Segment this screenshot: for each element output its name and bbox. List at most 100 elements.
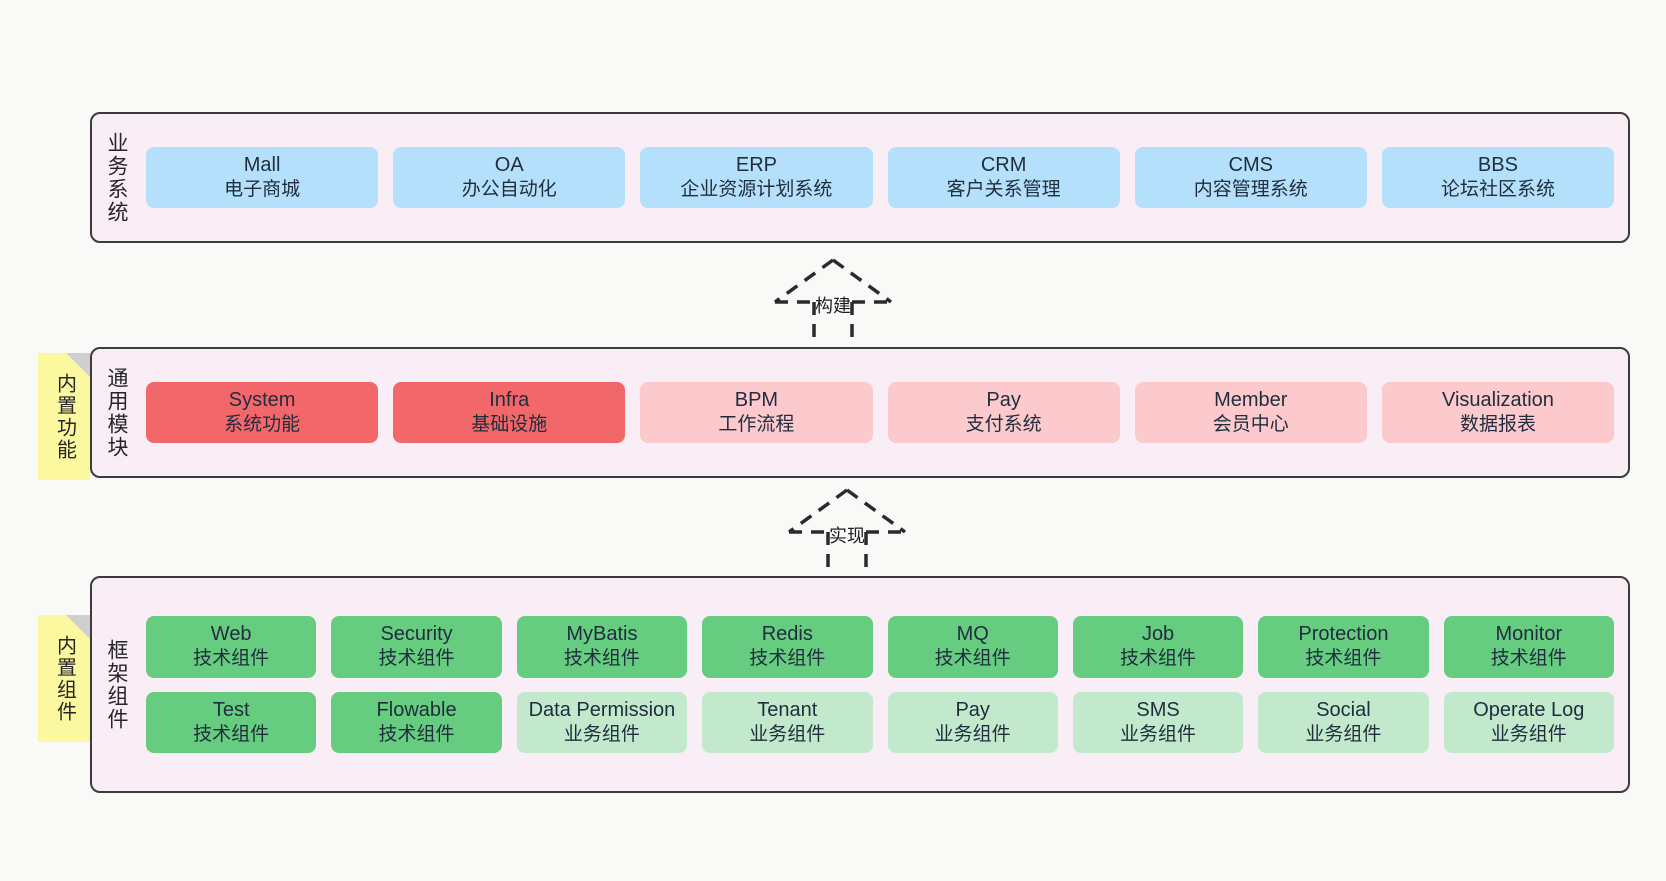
- node-subtitle: 技术组件: [1490, 648, 1567, 670]
- common-modules-row: System 系统功能 Infra 基础设施 BPM 工作流程 Pay 支付系统…: [146, 381, 1615, 444]
- node-cms[interactable]: CMS 内容管理系统: [1134, 146, 1367, 209]
- node-title: BPM: [734, 388, 779, 411]
- node-subtitle: 技术组件: [193, 724, 270, 746]
- node-mq[interactable]: MQ 技术组件: [887, 615, 1058, 678]
- layer-title-framework-components: 框架组件: [105, 638, 129, 731]
- node-visualization[interactable]: Visualization 数据报表: [1381, 381, 1615, 444]
- node-subtitle: 技术组件: [1120, 648, 1197, 670]
- node-subtitle: 技术组件: [378, 648, 455, 670]
- node-subtitle: 技术组件: [934, 648, 1011, 670]
- node-subtitle: 会员中心: [1212, 414, 1289, 436]
- node-member[interactable]: Member 会员中心: [1134, 381, 1367, 444]
- node-subtitle: 业务组件: [934, 724, 1011, 746]
- node-title: Web: [210, 622, 252, 645]
- node-title: SMS: [1136, 698, 1180, 721]
- node-test[interactable]: Test 技术组件: [146, 691, 317, 754]
- node-title: Test: [212, 698, 250, 721]
- node-subtitle: 业务组件: [563, 724, 640, 746]
- node-title: ERP: [735, 153, 777, 176]
- framework-components-row-business: Test 技术组件 Flowable 技术组件 Data Permission …: [146, 691, 1614, 754]
- node-title: Mall: [243, 153, 281, 176]
- business-systems-row: Mall 电子商城 OA 办公自动化 ERP 企业资源计划系统 CRM 客户关系…: [146, 146, 1615, 209]
- layer-title-common-modules: 通用模块: [105, 366, 129, 459]
- node-operate-log[interactable]: Operate Log 业务组件: [1443, 691, 1614, 754]
- node-sms[interactable]: SMS 业务组件: [1072, 691, 1244, 754]
- node-infra[interactable]: Infra 基础设施: [393, 381, 626, 444]
- arrow-build: 构建: [758, 258, 908, 342]
- node-flowable[interactable]: Flowable 技术组件: [331, 691, 502, 754]
- node-title: Data Permission: [528, 698, 676, 721]
- dashed-generalization-arrow-icon: [773, 258, 893, 342]
- node-title: Tenant: [757, 698, 818, 721]
- sticky-note-built-in-functions: 内置功能: [38, 353, 90, 480]
- node-title: CMS: [1228, 153, 1273, 176]
- node-crm[interactable]: CRM 客户关系管理: [887, 146, 1120, 209]
- node-subtitle: 业务组件: [1120, 724, 1197, 746]
- node-protection[interactable]: Protection 技术组件: [1258, 615, 1429, 678]
- node-title: Flowable: [376, 698, 457, 721]
- arrow-implement-label: 实现: [829, 526, 865, 546]
- framework-components-row-tech: Web 技术组件 Security 技术组件 MyBatis 技术组件 Redi…: [146, 615, 1614, 678]
- node-subtitle: 业务组件: [749, 724, 826, 746]
- node-web[interactable]: Web 技术组件: [146, 615, 317, 678]
- arrow-implement: 实现: [772, 488, 922, 572]
- layer-business-systems: 业务系统 Mall 电子商城 OA 办公自动化 ERP 企业资源计划系统 CRM…: [90, 112, 1630, 243]
- node-title: Social: [1316, 698, 1371, 721]
- node-subtitle: 基础设施: [471, 414, 548, 436]
- node-data-permission[interactable]: Data Permission 业务组件: [516, 691, 688, 754]
- node-subtitle: 技术组件: [193, 648, 270, 670]
- node-title: Job: [1141, 622, 1175, 645]
- sticky-note-label: 内置组件: [53, 634, 76, 723]
- node-tenant[interactable]: Tenant 业务组件: [702, 691, 873, 754]
- node-oa[interactable]: OA 办公自动化: [393, 146, 626, 209]
- node-social[interactable]: Social 业务组件: [1258, 691, 1429, 754]
- node-subtitle: 工作流程: [718, 414, 795, 436]
- node-erp[interactable]: ERP 企业资源计划系统: [640, 146, 873, 209]
- node-title: Monitor: [1495, 622, 1563, 645]
- node-subtitle: 办公自动化: [461, 179, 557, 201]
- node-subtitle: 电子商城: [224, 179, 301, 201]
- node-pay-component[interactable]: Pay 业务组件: [887, 691, 1058, 754]
- layer-common-modules: 通用模块 System 系统功能 Infra 基础设施 BPM 工作流程 Pay…: [90, 347, 1630, 478]
- node-title: Pay: [955, 698, 990, 721]
- node-subtitle: 业务组件: [1490, 724, 1567, 746]
- node-subtitle: 支付系统: [965, 414, 1042, 436]
- node-subtitle: 技术组件: [563, 648, 640, 670]
- dashed-generalization-arrow-icon: [787, 488, 907, 572]
- node-title: Infra: [489, 388, 530, 411]
- node-subtitle: 系统功能: [224, 414, 301, 436]
- node-redis[interactable]: Redis 技术组件: [702, 615, 873, 678]
- node-bpm[interactable]: BPM 工作流程: [640, 381, 873, 444]
- node-system[interactable]: System 系统功能: [146, 381, 379, 444]
- node-subtitle: 客户关系管理: [946, 179, 1061, 201]
- node-title: Visualization: [1441, 388, 1554, 411]
- layer-framework-components: 框架组件 Web 技术组件 Security 技术组件 MyBatis 技术组件…: [90, 576, 1630, 793]
- node-title: Redis: [761, 622, 813, 645]
- node-monitor[interactable]: Monitor 技术组件: [1443, 615, 1614, 678]
- node-job[interactable]: Job 技术组件: [1072, 615, 1244, 678]
- node-mall[interactable]: Mall 电子商城: [146, 146, 379, 209]
- node-subtitle: 技术组件: [1305, 648, 1382, 670]
- node-security[interactable]: Security 技术组件: [331, 615, 502, 678]
- node-mybatis[interactable]: MyBatis 技术组件: [516, 615, 688, 678]
- node-title: MyBatis: [566, 622, 638, 645]
- node-title: Operate Log: [1473, 698, 1585, 721]
- node-title: System: [228, 388, 296, 411]
- node-subtitle: 论坛社区系统: [1440, 179, 1555, 201]
- node-bbs[interactable]: BBS 论坛社区系统: [1381, 146, 1615, 209]
- node-subtitle: 企业资源计划系统: [680, 179, 833, 201]
- node-title: OA: [494, 153, 524, 176]
- node-pay-module[interactable]: Pay 支付系统: [887, 381, 1120, 444]
- node-title: Member: [1214, 388, 1288, 411]
- layer-body-framework-components: Web 技术组件 Security 技术组件 MyBatis 技术组件 Redi…: [140, 578, 1628, 791]
- sticky-note-built-in-components: 内置组件: [38, 615, 90, 742]
- layer-body-business-systems: Mall 电子商城 OA 办公自动化 ERP 企业资源计划系统 CRM 客户关系…: [140, 114, 1628, 241]
- node-subtitle: 内容管理系统: [1193, 179, 1308, 201]
- node-title: Protection: [1298, 622, 1389, 645]
- layer-title-business-systems: 业务系统: [105, 131, 129, 224]
- node-subtitle: 技术组件: [378, 724, 455, 746]
- node-subtitle: 数据报表: [1459, 414, 1536, 436]
- node-title: CRM: [980, 153, 1027, 176]
- node-subtitle: 业务组件: [1305, 724, 1382, 746]
